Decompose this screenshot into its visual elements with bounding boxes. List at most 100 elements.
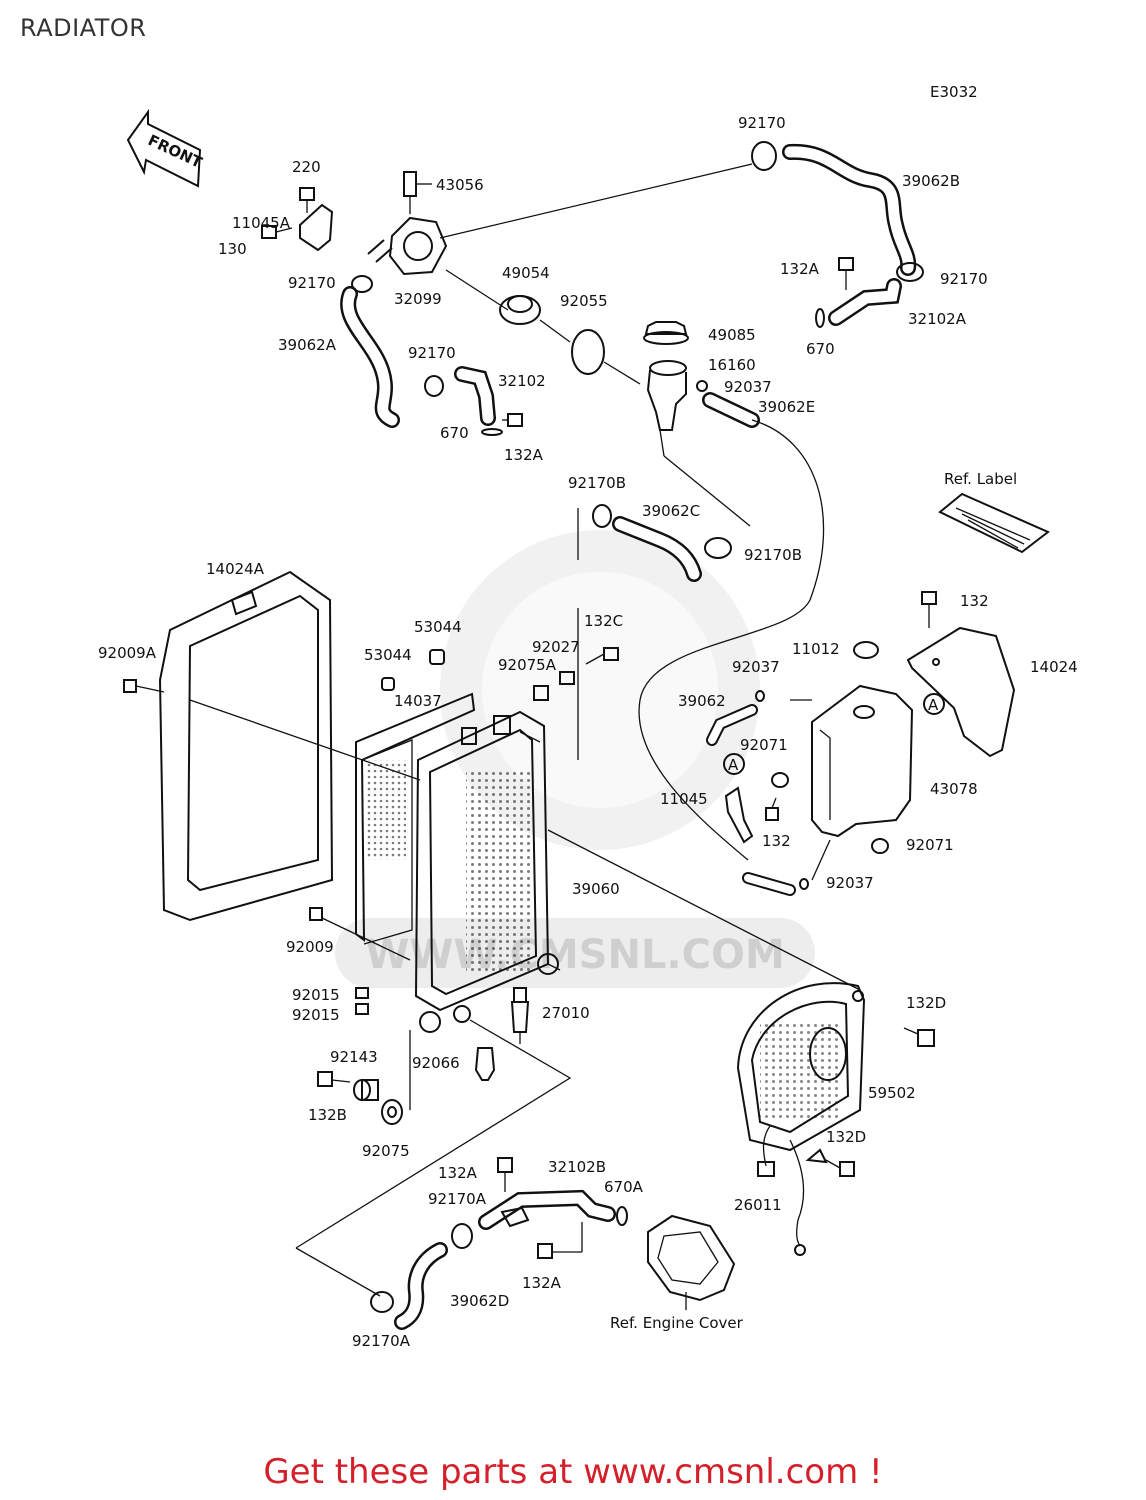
label-92170-top: 92170 <box>738 114 786 132</box>
label-ref-engine-cover: Ref. Engine Cover <box>610 1314 744 1332</box>
label-92170a-b: 92170A <box>352 1332 411 1350</box>
label-92015-a: 92015 <box>292 986 340 1004</box>
label-53044-a: 53044 <box>414 618 462 636</box>
sensor-43056 <box>403 171 432 214</box>
label-92071-b: 92071 <box>906 836 954 854</box>
nut-92015-b <box>355 1003 369 1015</box>
bracket-11045a <box>299 203 334 252</box>
pipe-32102b <box>478 1189 616 1230</box>
grommet-92071-a <box>771 772 789 788</box>
label-43078: 43078 <box>930 780 978 798</box>
label-39062d: 39062D <box>450 1292 509 1310</box>
label-59502: 59502 <box>868 1084 916 1102</box>
watermark: WWW.CMSNL.COM <box>335 530 815 988</box>
clamp-92170-right <box>896 262 924 282</box>
label-43056: 43056 <box>436 176 484 194</box>
label-130: 130 <box>218 240 247 258</box>
label-92170b-top: 92170B <box>568 474 626 492</box>
footer-promo-link[interactable]: Get these parts at www.cmsnl.com ! <box>263 1452 883 1492</box>
bolt-132d-upper <box>903 1027 935 1047</box>
clamp-92037-top <box>696 380 708 392</box>
oring-670a <box>616 1206 628 1226</box>
label-16160: 16160 <box>708 356 756 374</box>
label-92170-right: 92170 <box>940 270 988 288</box>
label-92037-low: 92037 <box>826 874 874 892</box>
collar-92075a <box>533 671 575 701</box>
bolt-92009a <box>123 679 165 693</box>
fan-motor-59502 <box>736 982 866 1152</box>
cover-14024 <box>906 626 1016 758</box>
label-92015-b: 92015 <box>292 1006 340 1024</box>
clamp-92170a-upper <box>451 1223 473 1249</box>
marker-a-right: A <box>923 693 945 715</box>
label-92037-mid: 92037 <box>732 658 780 676</box>
radiator-cap-49085 <box>643 321 689 345</box>
label-32099: 32099 <box>394 290 442 308</box>
hose-39062b <box>782 143 917 276</box>
label-11045a: 11045A <box>232 214 291 232</box>
label-92143: 92143 <box>330 1048 378 1066</box>
label-39062e: 39062E <box>758 398 815 416</box>
grommet-92071-b <box>871 838 889 854</box>
reservoir-cap-11012 <box>853 641 879 659</box>
oring-670-left <box>481 428 503 436</box>
clamp-92170-top <box>751 141 777 171</box>
label-92055: 92055 <box>560 292 608 310</box>
label-132d-a: 132D <box>906 994 946 1012</box>
clamp-92170b-right <box>704 537 732 559</box>
clamp-92170b-top <box>592 504 612 528</box>
collar-92143 <box>353 1079 379 1101</box>
label-132a-left: 132A <box>504 446 544 464</box>
label-39060: 39060 <box>572 880 620 898</box>
label-220: 220 <box>292 158 321 176</box>
switch-92066 <box>474 1047 496 1081</box>
front-arrow-icon: FRONT <box>126 108 206 188</box>
bolt-92009 <box>309 907 411 961</box>
label-39062: 39062 <box>678 692 726 710</box>
bolt-130 <box>261 225 293 239</box>
bolt-220 <box>299 187 315 213</box>
label-92170-mid: 92170 <box>408 344 456 362</box>
hose-39062d <box>394 1242 448 1330</box>
label-ref-label: Ref. Label <box>944 470 1017 488</box>
label-670-left: 670 <box>440 424 469 442</box>
bolt-132-mid <box>765 797 779 821</box>
wire-harness-26011 <box>757 1125 828 1256</box>
label-92009: 92009 <box>286 938 334 956</box>
grommet-92075 <box>381 1099 403 1125</box>
ref-label-sticker <box>938 492 1050 554</box>
label-132-mid: 132 <box>762 832 791 850</box>
oring-92055 <box>571 329 605 375</box>
reservoir-tank-43078 <box>811 684 914 838</box>
hose-39062 <box>706 704 758 746</box>
label-92037-top: 92037 <box>724 378 772 396</box>
clamp-92170a-lower <box>370 1291 394 1313</box>
label-132a-bot1: 132A <box>438 1164 478 1182</box>
label-670-right: 670 <box>806 340 835 358</box>
label-92170-left: 92170 <box>288 274 336 292</box>
bolt-132a-left <box>502 413 523 427</box>
label-39062c: 39062C <box>642 502 700 520</box>
page-title: RADIATOR <box>20 14 147 42</box>
label-14037: 14037 <box>394 692 442 710</box>
label-92075a: 92075A <box>498 656 557 674</box>
label-132d-b: 132D <box>826 1128 866 1146</box>
hose-39062c <box>612 516 702 582</box>
hose-39062a <box>340 286 400 428</box>
label-92066: 92066 <box>412 1054 460 1072</box>
label-132b: 132B <box>308 1106 347 1124</box>
label-11012: 11012 <box>792 640 840 658</box>
grommet-53044-a <box>429 649 445 665</box>
bolt-132d-lower <box>825 1159 855 1177</box>
part-labels: 220 11045A 130 43056 92170 39062B 132A 9… <box>98 114 1078 1350</box>
label-53044-b: 53044 <box>364 646 412 664</box>
bolt-132-top <box>921 591 937 628</box>
sensor-27010 <box>510 987 530 1044</box>
hose-39062e <box>702 392 760 428</box>
clamp-92170-left <box>351 275 373 293</box>
thermostat-49054 <box>499 295 541 325</box>
thermostat-housing-32099 <box>367 216 448 276</box>
label-32102b: 32102B <box>548 1158 606 1176</box>
label-11045: 11045 <box>660 790 708 808</box>
